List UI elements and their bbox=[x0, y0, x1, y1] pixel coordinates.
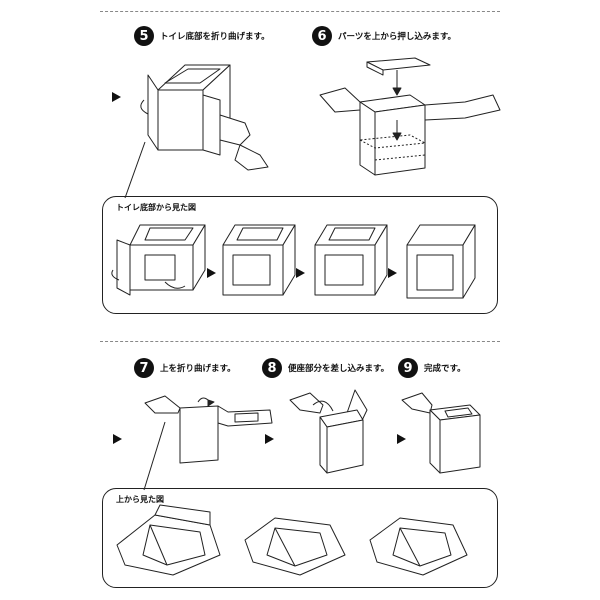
step-9-header: 9 完成です。 bbox=[398, 358, 466, 378]
step-9-illustration bbox=[401, 392, 481, 474]
step-number-badge: 6 bbox=[312, 26, 332, 46]
arrow-marker bbox=[112, 92, 121, 102]
top-dashed-separator bbox=[100, 11, 500, 12]
step-number-badge: 9 bbox=[398, 358, 418, 378]
bottom-view-label: トイレ底部から見た図 bbox=[116, 203, 196, 212]
step-8-illustration bbox=[289, 389, 368, 474]
step-8-header: 8 便座部分を差し込みます。 bbox=[262, 358, 389, 378]
arrow-marker bbox=[207, 268, 216, 278]
step-number-badge: 7 bbox=[134, 358, 154, 378]
arrow-marker bbox=[113, 434, 122, 444]
callout-line bbox=[124, 141, 146, 199]
step-caption: 便座部分を差し込みます。 bbox=[288, 364, 390, 374]
step-caption: 完成です。 bbox=[424, 364, 466, 374]
step-7-illustration bbox=[144, 395, 273, 464]
step-caption: 上を折り曲げます。 bbox=[160, 364, 236, 374]
arrow-marker bbox=[388, 268, 397, 278]
callout-line bbox=[143, 421, 166, 491]
step-5-illustration bbox=[140, 64, 269, 171]
step-number-badge: 5 bbox=[134, 26, 154, 46]
step-caption: トイレ底部を折り曲げます。 bbox=[160, 32, 270, 42]
bottom-view-figures bbox=[111, 224, 476, 299]
top-view-figures bbox=[116, 504, 468, 576]
step-6-header: 6 パーツを上から押し込みます。 bbox=[312, 26, 456, 46]
step-6-illustration bbox=[319, 57, 501, 176]
step-caption: パーツを上から押し込みます。 bbox=[338, 32, 456, 42]
arrow-marker bbox=[265, 434, 274, 444]
top-view-label: 上から見た図 bbox=[116, 495, 164, 504]
step-number-badge: 8 bbox=[262, 358, 282, 378]
arrow-marker bbox=[397, 434, 406, 444]
step-5-header: 5 トイレ底部を折り曲げます。 bbox=[134, 26, 270, 46]
arrow-marker bbox=[296, 268, 305, 278]
middle-dashed-separator bbox=[100, 341, 500, 342]
step-7-header: 7 上を折り曲げます。 bbox=[134, 358, 236, 378]
